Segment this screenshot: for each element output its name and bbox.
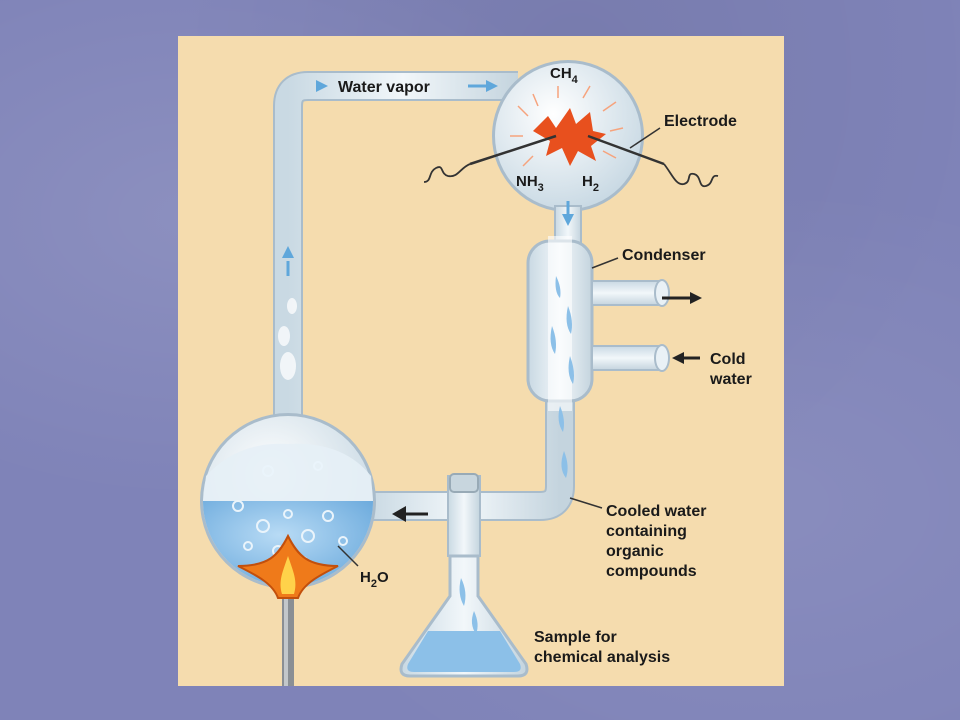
sample-label-line2: chemical analysis [534,649,670,666]
condenser-label: Condenser [622,247,706,264]
cold-water-label-line2: water [709,371,752,388]
return-tube [368,396,575,521]
cooled-water-label-line2: containing [606,523,687,540]
diagram-panel: Water vapor CH4 NH3 H2 Electrode Condens… [178,36,784,686]
electrodes [469,134,665,166]
nh3-label: NH3 [516,173,544,194]
h2o-label: H2O [360,569,389,590]
water-vapor-label: Water vapor [338,79,430,96]
sample-flask [399,554,529,678]
arrow-shafts [286,84,700,516]
electrode-label: Electrode [664,113,737,130]
miller-urey-diagram: Water vapor CH4 NH3 H2 Electrode Condens… [200,60,752,686]
stopcock [447,473,481,557]
flame-icon [237,533,339,599]
coil-wire-icon [423,163,719,188]
condenser [526,236,670,478]
cooled-water-label-line3: organic [606,543,664,560]
h2-label: H2 [582,173,599,194]
flow-arrow-icon [282,80,702,522]
vapor-wisps [278,298,297,380]
cooled-water-label-line1: Cooled water [606,503,706,520]
leader-lines [337,127,661,567]
burner [282,596,294,686]
cooled-water-label-line4: compounds [606,563,697,580]
cold-water-label-line1: Cold [710,351,746,368]
spark-icon [510,85,624,167]
vapor-tube [273,71,518,416]
sample-label-line1: Sample for [534,629,617,646]
ch4-label: CH4 [550,65,579,86]
